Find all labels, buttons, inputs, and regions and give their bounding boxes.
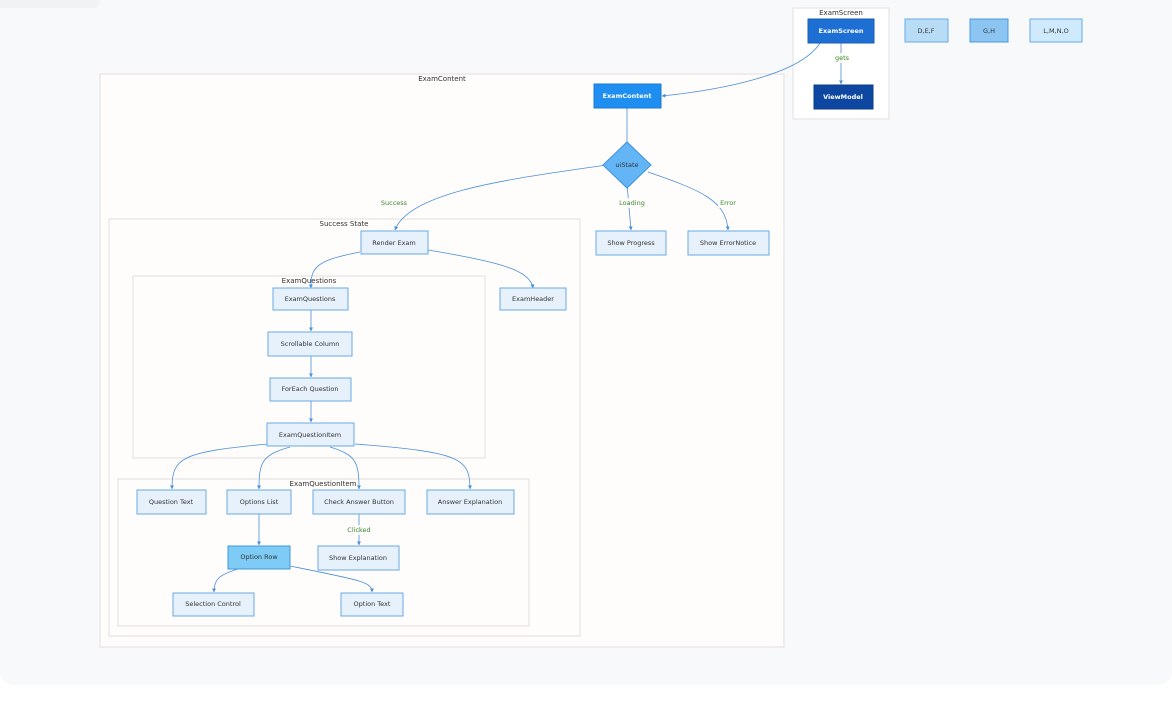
node-question-text[interactable]: Question Text bbox=[136, 489, 207, 515]
edges bbox=[170, 42, 843, 593]
node-options-list-label: Options List bbox=[240, 498, 279, 506]
node-answer-explanation[interactable]: Answer Explanation bbox=[426, 489, 515, 515]
cluster-exam-content-label: ExamContent bbox=[418, 75, 466, 83]
edge-item-qtext bbox=[170, 443, 269, 490]
node-for-each-question[interactable]: ForEach Question bbox=[269, 377, 352, 402]
node-option-row[interactable]: Option Row bbox=[227, 545, 291, 570]
node-exam-question-item-label: ExamQuestionItem bbox=[279, 431, 341, 439]
edge-label-clicked: Clicked bbox=[347, 526, 370, 534]
node-answer-explanation-label: Answer Explanation bbox=[438, 498, 502, 506]
flowchart: ExamScreen ExamContent Success State Exa… bbox=[99, 7, 1083, 648]
edge-item-options bbox=[257, 446, 291, 490]
node-legend-gh[interactable]: G,H bbox=[969, 18, 1009, 43]
node-legend-lmno[interactable]: L,M,N,O bbox=[1029, 18, 1083, 43]
node-view-model-label: ViewModel bbox=[823, 93, 863, 101]
node-exam-questions-label: ExamQuestions bbox=[285, 295, 336, 303]
edge-label-error: Error bbox=[720, 199, 736, 207]
edge-labels: gets Success Loading Error Clicked bbox=[345, 53, 850, 535]
node-selection-control-label: Selection Control bbox=[185, 600, 241, 608]
edge-item-explanation bbox=[354, 443, 472, 490]
node-option-row-label: Option Row bbox=[240, 553, 278, 561]
node-legend-def-label: D,E,F bbox=[918, 27, 935, 35]
node-show-explanation-label: Show Explanation bbox=[329, 554, 387, 562]
node-legend-gh-label: G,H bbox=[983, 27, 995, 35]
edge-uistate-render bbox=[394, 164, 607, 231]
node-show-progress[interactable]: Show Progress bbox=[595, 230, 667, 256]
node-show-error-notice[interactable]: Show ErrorNotice bbox=[687, 230, 770, 256]
cluster-exam-question-item-label: ExamQuestionItem bbox=[290, 480, 357, 488]
node-exam-screen-label: ExamScreen bbox=[819, 27, 864, 35]
node-option-text-label: Option Text bbox=[354, 600, 391, 608]
edge-label-success: Success bbox=[381, 199, 408, 207]
diagram-canvas: ExamScreen ExamContent Success State Exa… bbox=[0, 0, 1083, 648]
edge-uistate-error bbox=[647, 171, 730, 231]
edge-label-gets: gets bbox=[835, 54, 850, 62]
node-exam-header-label: ExamHeader bbox=[512, 295, 554, 303]
node-question-text-label: Question Text bbox=[149, 498, 194, 506]
cluster-success-state-label: Success State bbox=[320, 220, 369, 228]
node-exam-question-item[interactable]: ExamQuestionItem bbox=[266, 422, 355, 447]
node-legend-lmno-label: L,M,N,O bbox=[1043, 27, 1068, 35]
node-render-exam[interactable]: Render Exam bbox=[360, 230, 429, 255]
node-ui-state[interactable]: uiState bbox=[602, 141, 652, 189]
node-render-exam-label: Render Exam bbox=[372, 239, 415, 247]
node-for-each-question-label: ForEach Question bbox=[281, 385, 338, 393]
node-exam-content[interactable]: ExamContent bbox=[593, 83, 662, 109]
edge-row-text bbox=[289, 565, 374, 593]
edge-render-header bbox=[427, 249, 535, 289]
node-options-list[interactable]: Options List bbox=[226, 489, 292, 515]
node-show-error-notice-label: Show ErrorNotice bbox=[700, 239, 756, 247]
node-scrollable-column[interactable]: Scrollable Column bbox=[267, 331, 353, 357]
node-option-text[interactable]: Option Text bbox=[340, 592, 404, 617]
edge-render-questions bbox=[308, 251, 361, 289]
edge-item-check bbox=[329, 446, 361, 490]
node-exam-content-label: ExamContent bbox=[603, 92, 652, 100]
edge-row-selection bbox=[212, 568, 239, 593]
node-selection-control[interactable]: Selection Control bbox=[172, 592, 255, 617]
node-show-explanation[interactable]: Show Explanation bbox=[317, 545, 400, 571]
edge-label-loading: Loading bbox=[619, 199, 645, 207]
node-show-progress-label: Show Progress bbox=[607, 239, 655, 247]
node-exam-screen[interactable]: ExamScreen bbox=[807, 18, 875, 44]
node-ui-state-label: uiState bbox=[615, 161, 638, 169]
cluster-exam-screen-label: ExamScreen bbox=[819, 9, 863, 17]
cluster-exam-questions-label: ExamQuestions bbox=[282, 277, 337, 285]
node-view-model[interactable]: ViewModel bbox=[813, 84, 874, 110]
node-legend-def[interactable]: D,E,F bbox=[904, 18, 949, 43]
node-exam-questions[interactable]: ExamQuestions bbox=[272, 287, 349, 311]
canvas-corner bbox=[0, 0, 100, 8]
edge-examscreen-examcontent bbox=[661, 42, 821, 98]
node-check-answer-button-label: Check Answer Button bbox=[324, 498, 394, 506]
node-check-answer-button[interactable]: Check Answer Button bbox=[312, 489, 406, 515]
node-exam-header[interactable]: ExamHeader bbox=[499, 287, 567, 311]
node-scrollable-column-label: Scrollable Column bbox=[281, 340, 340, 348]
